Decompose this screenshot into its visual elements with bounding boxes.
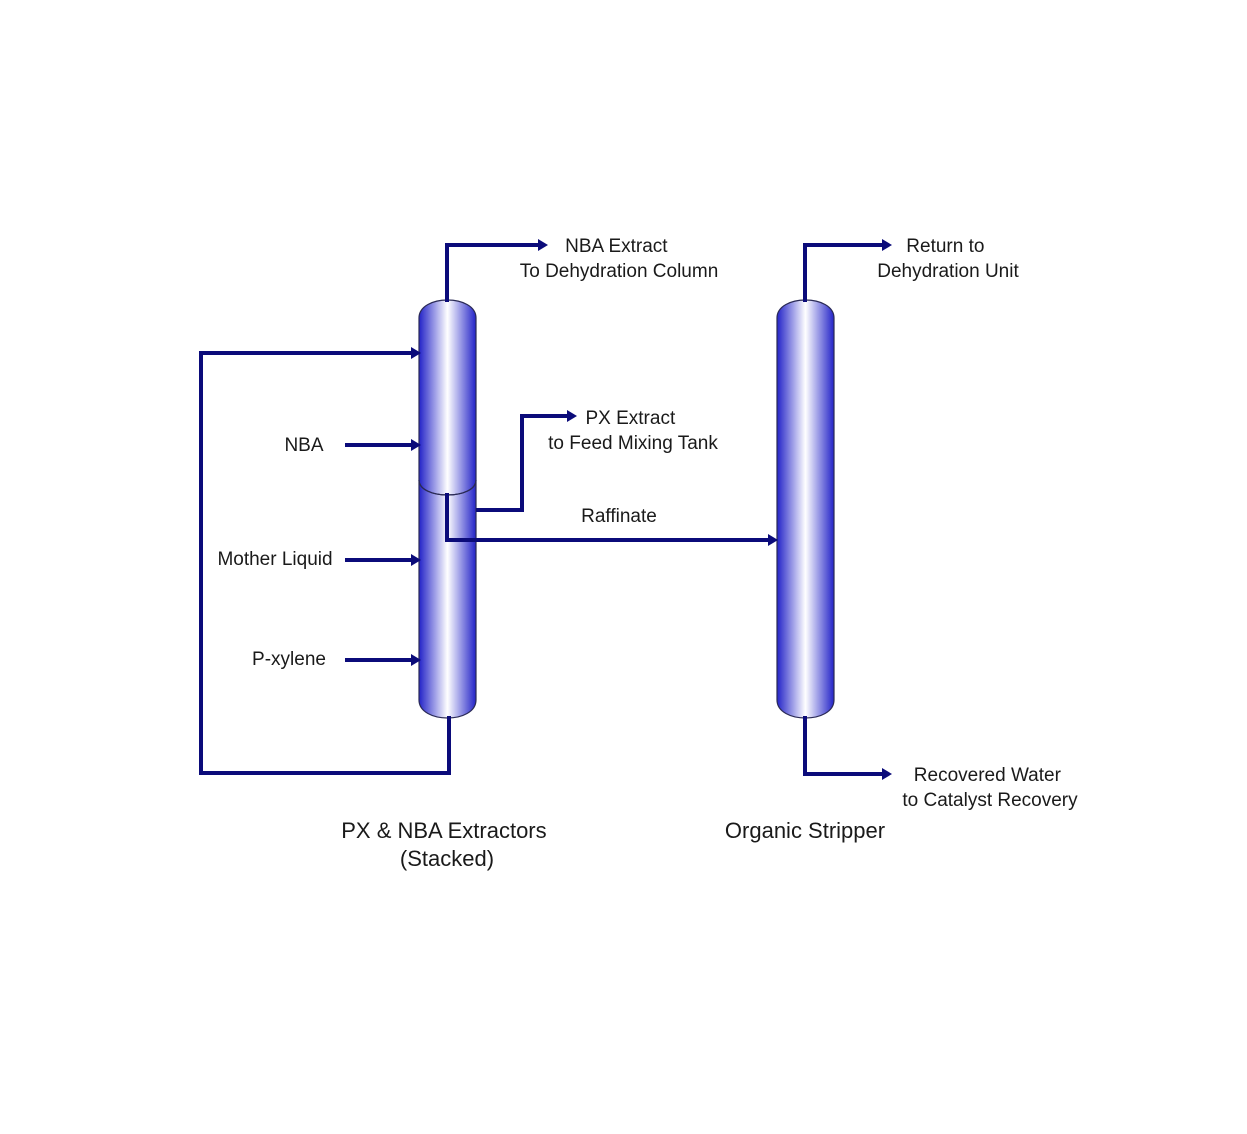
nba-extract-line: [445, 243, 540, 302]
px-extract-line: [476, 414, 568, 512]
px-extract-arrow: [567, 410, 577, 422]
recovered-water-arrow: [882, 768, 892, 780]
nba-feed-label: NBA: [284, 435, 323, 456]
return-line: [803, 243, 883, 302]
px-extract-label: PX Extract to Feed Mixing Tank: [548, 408, 718, 454]
stripper-shell: [776, 299, 835, 719]
organic-stripper-vessel: [776, 299, 835, 719]
p-xylene-label: P-xylene: [252, 649, 326, 670]
return-label: Return to Dehydration Unit: [877, 236, 1019, 282]
p-xylene-feed-arrow: [411, 654, 421, 666]
raffinate-label: Raffinate: [581, 506, 657, 527]
recovered-water-label: Recovered Water to Catalyst Recovery: [902, 765, 1078, 811]
nba-extract-label: NBA Extract To Dehydration Column: [520, 236, 719, 282]
mother-liquid-feed-arrow: [411, 554, 421, 566]
nba-feed-arrow: [411, 439, 421, 451]
return-arrow: [882, 239, 892, 251]
recovered-water-line: [803, 716, 883, 776]
extractors-caption: PX & NBA Extractors (Stacked): [341, 818, 553, 871]
raffinate-line: [445, 493, 769, 542]
recycle-line: [199, 351, 451, 775]
raffinate-arrow: [768, 534, 778, 546]
nba-extract-arrow: [538, 239, 548, 251]
stripper-caption: Organic Stripper: [725, 818, 885, 843]
mother-liquid-label: Mother Liquid: [217, 549, 332, 570]
nba-extractor-section: [418, 299, 477, 496]
recycle-arrow: [411, 347, 421, 359]
